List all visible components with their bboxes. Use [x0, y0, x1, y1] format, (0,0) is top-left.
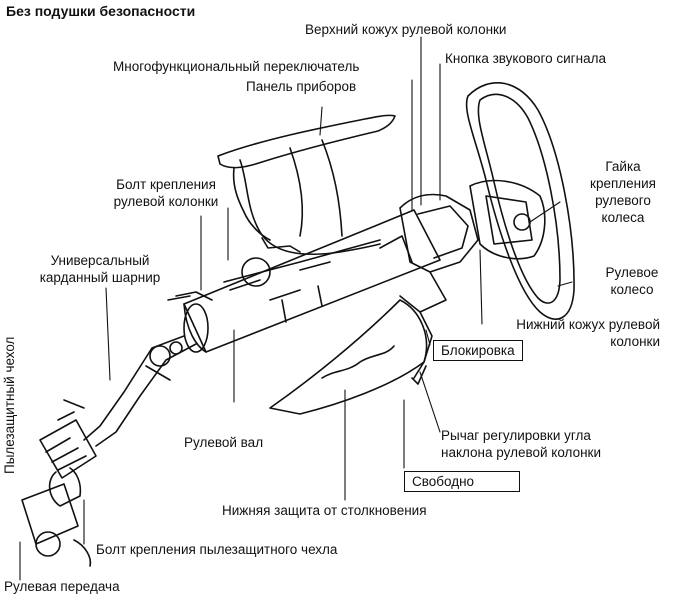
label-steering-wheel: Рулевое колесо — [582, 264, 682, 298]
label-boot-bolt: Болт крепления пылезащитного чехла — [96, 542, 338, 557]
lower-protection-drawing — [269, 299, 428, 415]
steering-wheel-drawing — [465, 81, 575, 320]
label-dust-boot: Пылезащитный чехол — [2, 336, 17, 474]
column-bracket-drawing — [167, 239, 381, 301]
label-horn-button: Кнопка звукового сигнала — [445, 51, 606, 66]
label-wheel-nut-line2: крепления — [590, 176, 656, 191]
label-steering-gear: Рулевая передача — [4, 579, 120, 594]
free-status-box: Свободно — [404, 471, 520, 492]
diagram-title: Без подушки безопасности — [6, 3, 196, 19]
label-wheel-nut-line4: колеса — [601, 210, 645, 225]
label-multifunction-switch: Многофункциональный переключатель — [113, 59, 360, 74]
label-tilt-lever: Рычаг регулировки угла наклона рулевой к… — [441, 427, 601, 461]
label-upper-cover: Верхний кожух рулевой колонки — [305, 22, 507, 37]
label-wheel-nut: Гайка крепления рулевого колеса — [568, 158, 678, 226]
covers-drawing — [379, 193, 479, 313]
leader-lines — [19, 36, 573, 581]
label-universal-joint-line1: Универсальный — [50, 253, 150, 268]
label-tilt-lever-line2: наклона рулевой колонки — [441, 445, 601, 460]
lock-status-box: Блокировка — [433, 340, 523, 361]
label-universal-joint: Универсальный карданный шарнир — [20, 252, 180, 286]
intermediate-shaft-drawing — [83, 335, 197, 447]
steering-gear-drawing — [21, 483, 92, 567]
label-universal-joint-line2: карданный шарнир — [39, 270, 161, 285]
label-lower-cover-line1: Нижний кожух рулевой — [516, 317, 660, 332]
label-column-bolt-line1: Болт крепления — [116, 177, 216, 192]
label-wheel-nut-line1: Гайка — [605, 159, 641, 174]
instrument-panel-drawing — [217, 114, 396, 255]
dust-boot-drawing — [39, 399, 97, 507]
label-steering-wheel-line2: колесо — [610, 282, 654, 297]
label-wheel-nut-line3: рулевого — [595, 193, 651, 208]
label-instrument-panel: Панель приборов — [246, 79, 357, 94]
column-tube-drawing — [183, 209, 441, 353]
label-steering-wheel-line1: Рулевое — [605, 265, 659, 280]
label-lower-protection: Нижняя защита от столкновения — [222, 503, 427, 518]
label-column-bolt: Болт крепления рулевой колонки — [96, 176, 236, 210]
label-column-bolt-line2: рулевой колонки — [113, 194, 219, 209]
tilt-lever-drawing — [411, 311, 433, 385]
label-tilt-lever-line1: Рычаг регулировки угла — [441, 428, 591, 443]
label-lower-cover-line2: колонки — [610, 334, 660, 349]
label-steering-shaft: Рулевой вал — [184, 435, 264, 450]
label-lower-cover: Нижний кожух рулевой колонки — [460, 316, 660, 350]
